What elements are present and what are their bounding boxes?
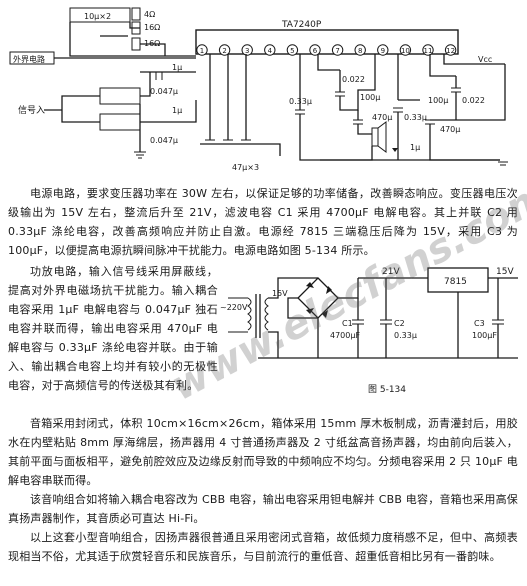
paragraph-amplifier: 功放电路，输入信号线采用屏蔽线，提高对外界电磁场抗干扰能力。输入耦合电容采用 1… bbox=[8, 265, 218, 392]
ic-body bbox=[195, 29, 459, 55]
ic-pin-10 bbox=[399, 44, 412, 56]
speaker-16ohm-a-label: 16Ω bbox=[144, 23, 160, 32]
cap-0047-a-label: 0.047μ bbox=[150, 87, 178, 96]
regulator-label: 7815 bbox=[444, 277, 467, 287]
ic-pin-7 bbox=[331, 44, 344, 56]
transformer-input-label: ~220V bbox=[220, 303, 248, 312]
cap-1u-a-label: 1μ bbox=[172, 63, 182, 72]
c2-name-label: C2 bbox=[394, 319, 405, 328]
cap-0022-b-label: 0.022 bbox=[462, 96, 485, 105]
cap-033-a-label: 0.33μ bbox=[289, 97, 312, 106]
vcc-label: Vcc bbox=[478, 55, 492, 64]
ic-pin-number: 8 bbox=[358, 47, 362, 55]
ic-pin-number: 1 bbox=[200, 47, 204, 55]
ic-pin-number: 10 bbox=[401, 47, 410, 55]
ic-chip-label: TA7240P bbox=[281, 20, 322, 30]
voltage-15v-label: 15V bbox=[496, 267, 514, 277]
cap-100u-b-label: 100μ bbox=[428, 96, 448, 105]
ic-pin-number: 3 bbox=[245, 47, 249, 55]
ic-pin-8 bbox=[354, 44, 366, 56]
cap-1u-c-label: 1μ bbox=[410, 143, 420, 152]
c1-name-label: C1 bbox=[342, 319, 353, 328]
cap-0022-a-label: 0.022 bbox=[342, 75, 365, 84]
paragraph-summary: 以上这套小型音响组合，因扬声器很普通且采用密闭式音箱，故低频力度稍感不足，但中、… bbox=[8, 531, 518, 563]
cap-47u-label: 47μ×3 bbox=[232, 163, 259, 172]
ic-pin-9 bbox=[377, 44, 389, 56]
cap-033-b-label: 0.33μ bbox=[404, 113, 427, 122]
input-block-upper bbox=[99, 87, 141, 105]
cap-470u-b-label: 470μ bbox=[440, 125, 460, 134]
ic-pin-number: 4 bbox=[268, 47, 273, 55]
c1-value-label: 4700μF bbox=[330, 331, 360, 340]
ic-pin-2 bbox=[218, 44, 231, 56]
power-supply-diagram: 21V 7815 15V ~220V 15V C1 4700μF C2 0.33… bbox=[220, 267, 518, 395]
cap-1u-b-label: 1μ bbox=[172, 106, 182, 115]
cap-0047-b-label: 0.047μ bbox=[150, 136, 178, 145]
paragraph-upgrade: 该音响组合如将输入耦合电容改为 CBB 电容，输出电容采用钽电解并 CBB 电容… bbox=[8, 493, 518, 525]
external-speaker-label: 外界电路 bbox=[13, 54, 45, 64]
ic-pin-4 bbox=[264, 44, 276, 56]
speaker-4ohm-label: 4Ω bbox=[144, 10, 155, 19]
signal-input-label: 信号入 bbox=[18, 104, 45, 116]
ic-pin-number: 12 bbox=[446, 47, 455, 55]
c3-value-label: 100μF bbox=[472, 331, 497, 340]
ic-pin-1 bbox=[196, 44, 208, 56]
speaker-cap-label: 10μ×2 bbox=[84, 12, 111, 21]
ic-pin-6 bbox=[309, 44, 321, 56]
ic-pin-number: 6 bbox=[313, 47, 318, 55]
ic-pin-number: 11 bbox=[424, 47, 433, 55]
ic-pin-number: 7 bbox=[335, 47, 339, 55]
ic-pin-number: 5 bbox=[290, 47, 294, 55]
paragraph-power-supply: 电源电路，要求变压器功率在 30W 左右，以保证足够的功率储备，改善瞬态响应。变… bbox=[8, 187, 518, 257]
c2-value-label: 0.33μ bbox=[394, 331, 417, 340]
ic-pin-3 bbox=[241, 44, 253, 56]
c3-name-label: C3 bbox=[474, 319, 485, 328]
ic-pin-number: 9 bbox=[381, 47, 385, 55]
transformer-output-label: 15V bbox=[272, 289, 288, 298]
ic-pin-number: 2 bbox=[222, 47, 226, 55]
cap-470u-a-label: 470μ bbox=[372, 113, 392, 122]
voltage-21v-label: 21V bbox=[382, 267, 400, 277]
figure-caption: 图 5-134 bbox=[368, 384, 406, 395]
paragraph-speaker-box: 音箱采用封闭式，体积 10cm×16cm×26cm，箱体采用 15mm 厚木板制… bbox=[8, 417, 518, 487]
speaker-icon-4ohm bbox=[131, 7, 141, 21]
ic-pin-11 bbox=[422, 44, 434, 56]
speaker-icon-16ohm-b bbox=[131, 37, 141, 51]
speaker-box-upper bbox=[69, 7, 131, 23]
ic-pin-5 bbox=[286, 44, 299, 56]
input-block-lower bbox=[99, 113, 141, 131]
ic-pin-12 bbox=[444, 44, 457, 56]
cap-100u-a-label: 100μ bbox=[360, 93, 380, 102]
